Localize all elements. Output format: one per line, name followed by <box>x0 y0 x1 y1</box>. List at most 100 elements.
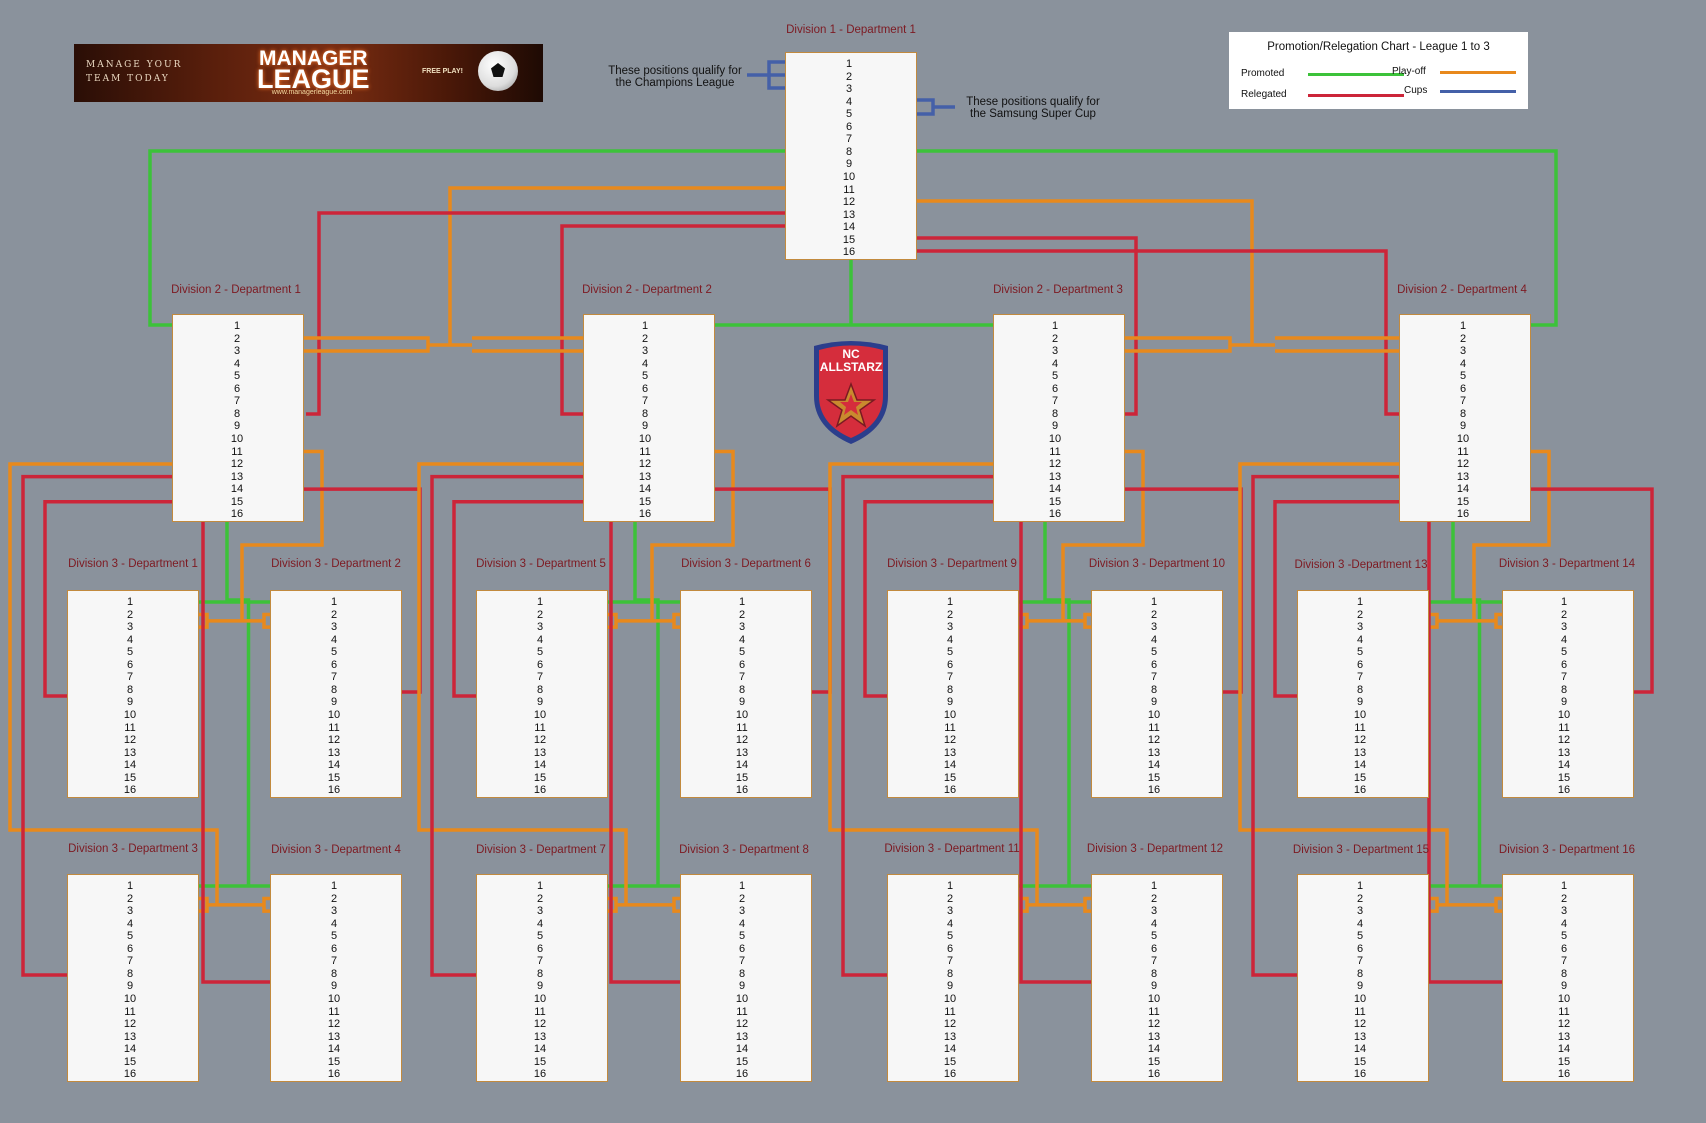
position-16: 16 <box>230 508 244 521</box>
position-13: 13 <box>1456 470 1470 483</box>
connector-line <box>430 474 631 977</box>
position-12: 12 <box>1353 734 1367 747</box>
position-15: 15 <box>327 1055 341 1068</box>
position-10: 10 <box>1353 708 1367 721</box>
position-2: 2 <box>845 70 853 83</box>
position-16: 16 <box>1147 784 1161 797</box>
position-3: 3 <box>126 905 134 918</box>
position-1: 1 <box>536 596 544 608</box>
position-1: 1 <box>1356 596 1364 608</box>
position-6: 6 <box>845 120 853 133</box>
connector-line <box>560 224 837 416</box>
legend-label-playoff: Play-off <box>1392 66 1426 77</box>
position-3: 3 <box>1560 905 1568 918</box>
position-16: 16 <box>943 1068 957 1081</box>
position-12: 12 <box>123 734 137 747</box>
position-9: 9 <box>1560 980 1568 993</box>
position-8: 8 <box>641 407 649 420</box>
position-1: 1 <box>946 880 954 892</box>
division-3-department-14-table <box>1502 590 1634 798</box>
position-10: 10 <box>533 708 547 721</box>
position-6: 6 <box>738 658 746 671</box>
division-3-department-5-title: Division 3 - Department 5 <box>476 558 606 570</box>
connector-line <box>43 499 223 698</box>
position-6: 6 <box>1150 942 1158 955</box>
position-2: 2 <box>1356 892 1364 905</box>
position-2: 2 <box>738 608 746 621</box>
position-6: 6 <box>126 942 134 955</box>
position-8: 8 <box>845 145 853 158</box>
manager-league-banner[interactable]: MANAGE YOUR TEAM TODAY MANAGER LEAGUE ww… <box>74 44 543 102</box>
position-14: 14 <box>1353 1043 1367 1056</box>
position-12: 12 <box>735 734 749 747</box>
connector-line <box>21 474 223 977</box>
position-3: 3 <box>946 621 954 634</box>
legend: Promotion/Relegation Chart - League 1 to… <box>1229 32 1528 109</box>
position-15: 15 <box>230 495 244 508</box>
position-8: 8 <box>330 967 338 980</box>
position-4: 4 <box>1459 357 1467 370</box>
position-16: 16 <box>1456 508 1470 521</box>
position-6: 6 <box>1560 942 1568 955</box>
position-11: 11 <box>944 1005 956 1018</box>
position-14: 14 <box>735 759 749 772</box>
position-2: 2 <box>1459 332 1467 345</box>
position-1: 1 <box>1150 596 1158 608</box>
position-13: 13 <box>943 746 957 759</box>
connector-line <box>1427 512 1502 984</box>
position-5: 5 <box>946 646 954 659</box>
position-12: 12 <box>123 1018 137 1031</box>
position-2: 2 <box>536 892 544 905</box>
position-7: 7 <box>946 671 954 684</box>
connector-line <box>863 249 1399 416</box>
position-13: 13 <box>533 1030 547 1043</box>
position-11: 11 <box>1558 1005 1570 1018</box>
legend-title: Promotion/Relegation Chart - League 1 to… <box>1267 41 1490 53</box>
position-8: 8 <box>1356 683 1364 696</box>
position-5: 5 <box>1459 370 1467 383</box>
position-14: 14 <box>638 483 652 496</box>
position-8: 8 <box>233 407 241 420</box>
position-11: 11 <box>1148 721 1160 734</box>
connector-line <box>225 520 251 886</box>
position-2: 2 <box>1051 332 1059 345</box>
position-15: 15 <box>123 771 137 784</box>
position-2: 2 <box>1560 608 1568 621</box>
position-8: 8 <box>126 683 134 696</box>
position-10: 10 <box>327 708 341 721</box>
position-3: 3 <box>126 621 134 634</box>
position-9: 9 <box>946 980 954 993</box>
banner-url: www.managerleague.com <box>271 89 353 96</box>
position-16: 16 <box>1557 1068 1571 1081</box>
position-5: 5 <box>738 930 746 943</box>
division-1-department-1-table <box>785 52 917 260</box>
position-7: 7 <box>536 671 544 684</box>
position-11: 11 <box>231 445 243 458</box>
position-1: 1 <box>1356 880 1364 892</box>
position-10: 10 <box>842 170 856 183</box>
position-10: 10 <box>1353 992 1367 1005</box>
position-16: 16 <box>1048 508 1062 521</box>
division-3-department-16-table <box>1502 874 1634 1082</box>
connector-line <box>841 474 1041 977</box>
position-10: 10 <box>1557 708 1571 721</box>
position-14: 14 <box>943 759 957 772</box>
position-1: 1 <box>641 320 649 332</box>
connector-line <box>8 462 223 905</box>
position-3: 3 <box>845 83 853 96</box>
position-4: 4 <box>641 357 649 370</box>
position-2: 2 <box>1150 608 1158 621</box>
position-3: 3 <box>1051 345 1059 358</box>
position-12: 12 <box>1147 1018 1161 1031</box>
position-15: 15 <box>1147 1055 1161 1068</box>
legend-swatch-promoted <box>1308 73 1404 76</box>
position-16: 16 <box>1557 784 1571 797</box>
position-4: 4 <box>330 633 338 646</box>
position-7: 7 <box>536 955 544 968</box>
division-3-department-6-title: Division 3 - Department 6 <box>681 558 811 570</box>
connector-line <box>863 499 1041 698</box>
position-2: 2 <box>946 892 954 905</box>
position-14: 14 <box>230 483 244 496</box>
position-10: 10 <box>123 992 137 1005</box>
